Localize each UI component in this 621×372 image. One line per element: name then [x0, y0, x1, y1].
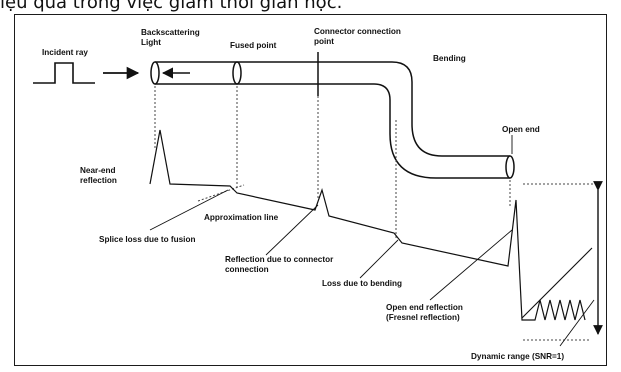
label-backscattering: Backscattering	[141, 28, 200, 37]
label-near-end-2: reflection	[80, 176, 117, 185]
label-near-end-1: Near-end	[80, 166, 116, 175]
fiber-start-end	[150, 61, 160, 85]
label-loss-bending: Loss due to bending	[322, 279, 402, 288]
label-backscattering-light: Light	[141, 38, 161, 47]
caption-text: iệu quả trong việc giảm thời gian học.	[0, 0, 343, 13]
pointer-reflection	[265, 204, 319, 256]
otdr-trace	[149, 129, 586, 321]
noise-floor-diagonal	[521, 247, 593, 319]
label-fused-point: Fused point	[230, 41, 277, 50]
pointer-splice-loss	[149, 189, 229, 231]
label-incident-ray: Incident ray	[42, 48, 88, 57]
diagram-frame	[14, 14, 607, 366]
incident-pulse	[33, 62, 95, 84]
open-end-marker	[505, 155, 515, 179]
label-bending: Bending	[433, 54, 466, 63]
label-open-end-reflection-2: (Fresnel reflection)	[386, 313, 460, 322]
pointer-fresnel	[429, 229, 513, 301]
pointer-bending-loss	[359, 239, 399, 279]
label-open-end: Open end	[502, 125, 540, 134]
pointer-dynamic-range	[559, 299, 595, 347]
fiber-tube-top	[155, 61, 510, 157]
fused-point-marker	[232, 61, 242, 85]
label-reflection-connector-1: Reflection due to connector	[225, 255, 334, 264]
label-open-end-reflection-1: Open end reflection	[386, 303, 463, 312]
label-approximation-line: Approximation line	[204, 213, 279, 222]
label-connector-point-2: point	[314, 37, 334, 46]
approx-line	[197, 184, 245, 202]
fiber-tube-bottom	[155, 83, 510, 179]
label-dynamic-range: Dynamic range (SNR=1)	[471, 352, 564, 361]
label-reflection-connector-2: connection	[225, 265, 269, 274]
label-splice-loss: Splice loss due to fusion	[99, 235, 195, 244]
label-connector-point-1: Connector connection	[314, 27, 401, 36]
